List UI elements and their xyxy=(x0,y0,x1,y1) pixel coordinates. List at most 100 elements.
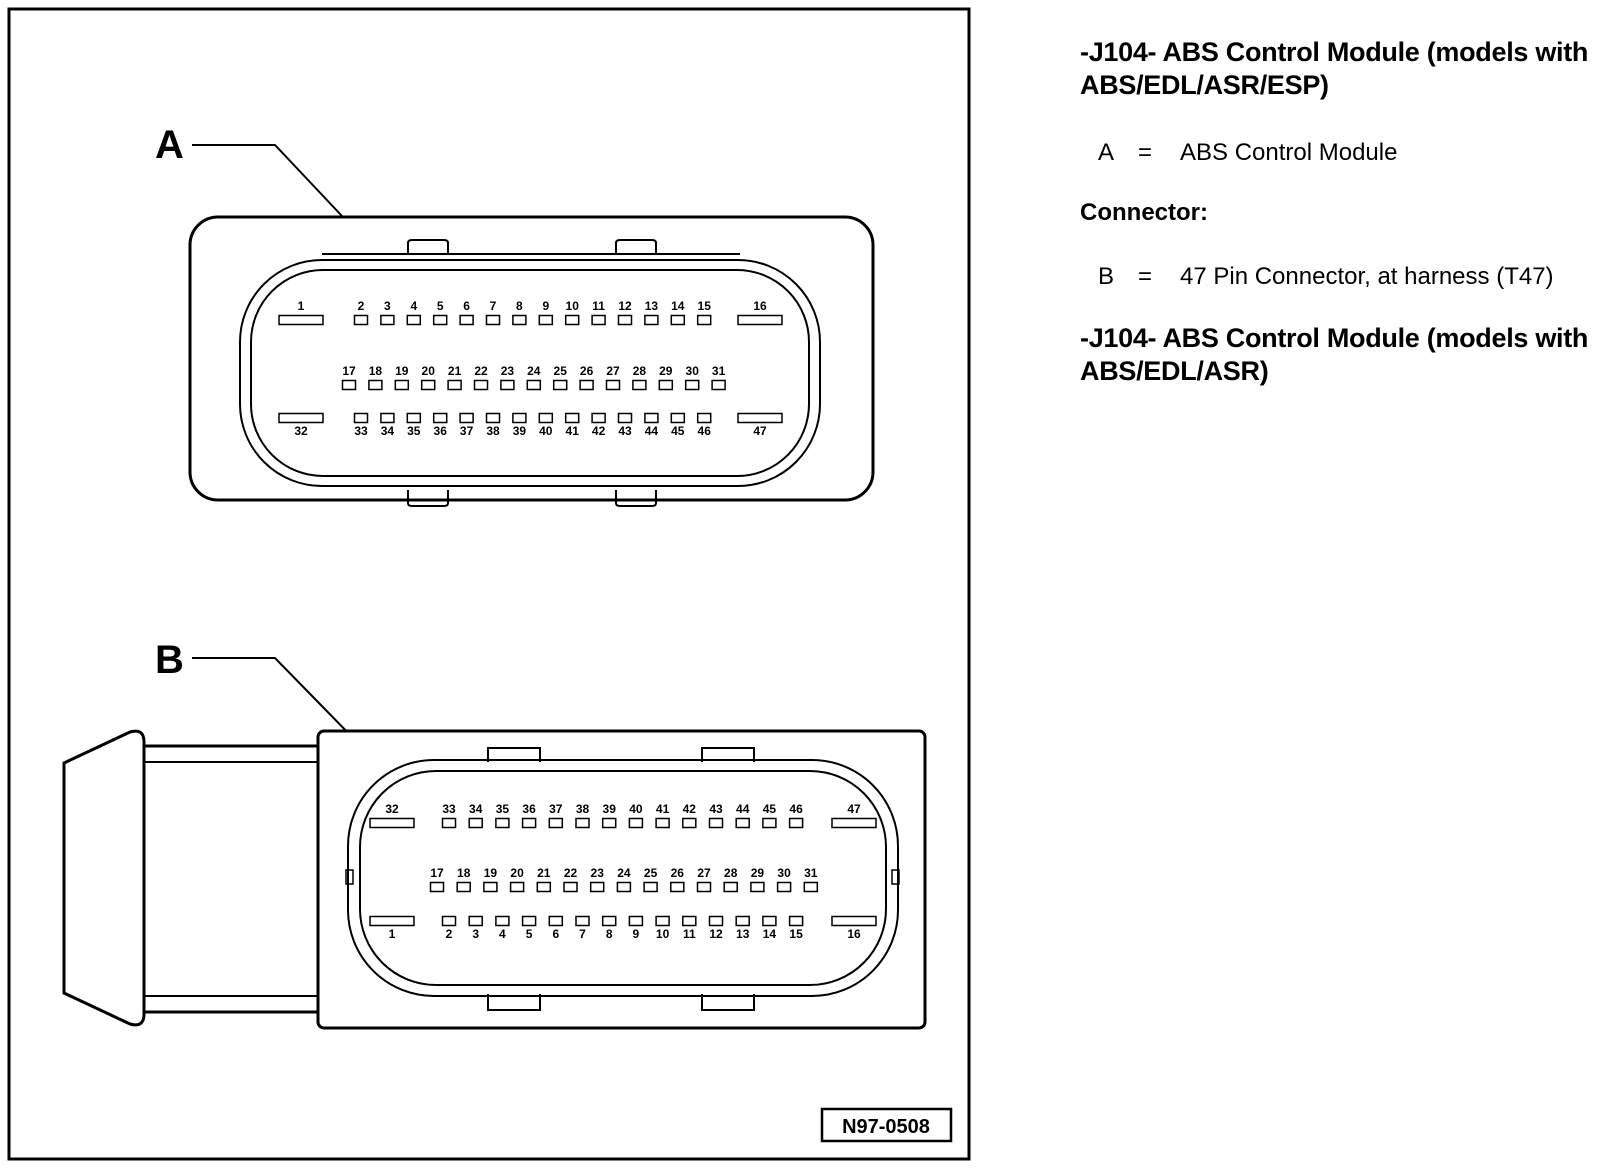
connector-b-pin-26-label: 26 xyxy=(671,866,685,880)
connector-a-pin-11-contact xyxy=(591,314,606,326)
connector-b-pin-42-label: 42 xyxy=(683,802,697,816)
connector-b-pin-8-label: 8 xyxy=(606,927,613,941)
connector-b-pin-18-label: 18 xyxy=(457,866,471,880)
connector-a-pin-11-label: 11 xyxy=(592,299,605,313)
connector-b-pin-17-label: 17 xyxy=(430,866,444,880)
callout-a-leader xyxy=(192,144,359,234)
connector-a-pin-30-label: 30 xyxy=(686,364,700,378)
figure-frame xyxy=(7,7,971,1161)
reference-code-box xyxy=(820,1107,953,1143)
connector-b-pin-17-contact xyxy=(429,881,445,893)
connector-a-pin-4-contact xyxy=(406,314,422,326)
connector-b-top-tab-right xyxy=(701,747,755,762)
connector-a-pin-36-contact xyxy=(432,412,448,424)
legend-item-b-eq: = xyxy=(1138,263,1153,290)
connector-b-pin-10-contact xyxy=(655,915,670,927)
connector-b-pin-23-contact xyxy=(589,881,605,893)
connector-a-pin-35-contact xyxy=(406,412,422,424)
connector-b-pin-20-contact xyxy=(509,881,525,893)
connector-a-pin-45-contact xyxy=(670,412,686,424)
connector-a-pin-34-contact xyxy=(380,412,395,424)
connector-b-pin-38-label: 38 xyxy=(576,802,590,816)
connector-b-pin-21-label: 21 xyxy=(537,866,551,880)
connector-b-pin-19-contact xyxy=(483,881,498,893)
connector-a-pin-33-contact xyxy=(353,412,369,424)
connector-b-bottom-tab-left xyxy=(487,994,541,1011)
connector-a-pin-13-label: 13 xyxy=(645,299,659,313)
connector-b-pin-15-label: 15 xyxy=(789,927,803,941)
connector-a-pin-25-label: 25 xyxy=(554,364,568,378)
connector-a-pin-19-label: 19 xyxy=(395,364,409,378)
connector-a-pin-41-contact xyxy=(564,412,580,424)
connector-b-pin-8-contact xyxy=(601,915,617,927)
connector-b-pin-28-contact xyxy=(723,881,738,893)
connector-a-housing xyxy=(188,215,875,502)
connector-b-pin-39-label: 39 xyxy=(603,802,617,816)
connector-b-pin-27-label: 27 xyxy=(697,866,711,880)
connector-b-pin-2-label: 2 xyxy=(446,927,453,941)
connector-a-pin-28-label: 28 xyxy=(633,364,647,378)
callout-a-label: A xyxy=(155,123,184,167)
connector-b-pin-18-contact xyxy=(456,881,471,893)
connector-b-top-tab-left xyxy=(487,747,541,762)
connector-b-pin-28-label: 28 xyxy=(724,866,738,880)
connector-b-pin-33-contact xyxy=(441,817,457,829)
connector-b-pin-7-contact xyxy=(575,915,590,927)
connector-b-pin-35-contact xyxy=(495,817,510,829)
connector-a-pin-43-label: 43 xyxy=(618,424,632,438)
connector-a-pin-5-label: 5 xyxy=(437,299,444,313)
connector-b-pin-43-label: 43 xyxy=(709,802,723,816)
connector-b-pin-19-label: 19 xyxy=(484,866,498,880)
connector-a-pin-29-contact xyxy=(658,379,674,391)
connector-b-face-outer xyxy=(347,759,899,997)
connector-a-pin-44-label: 44 xyxy=(645,424,659,438)
connector-b-housing xyxy=(316,729,927,1030)
connector-b-pin-36-contact xyxy=(521,817,537,829)
connector-a-pin-26-label: 26 xyxy=(580,364,594,378)
callout-b-label: B xyxy=(155,638,184,682)
connector-b-pin-39-contact xyxy=(601,817,617,829)
connector-b-pin-22-label: 22 xyxy=(564,866,578,880)
connector-a-top-tab-right xyxy=(615,239,657,254)
connector-b-pin-16-label: 16 xyxy=(847,927,861,941)
connector-a-pin-41-label: 41 xyxy=(566,424,580,438)
connector-a-pin-2-contact xyxy=(353,314,369,326)
connector-b-pin-5-contact xyxy=(521,915,537,927)
connector-a-pin-37-contact xyxy=(459,412,474,424)
connector-b-pin-26-contact xyxy=(670,881,685,893)
connector-a-pin-17-label: 17 xyxy=(342,364,356,378)
connector-a-pin-16-label: 16 xyxy=(753,299,767,313)
connector-a-pin-44-contact xyxy=(644,412,659,424)
connector-b-side-key-left xyxy=(345,869,354,885)
connector-b-pin-25-contact xyxy=(643,881,658,893)
connector-b-pin-44-label: 44 xyxy=(736,802,750,816)
connector-b-pin-37-contact xyxy=(548,817,564,829)
connector-a-pin-8-label: 8 xyxy=(516,299,523,313)
legend-heading-asr: -J104- ABS Control Module (models with A… xyxy=(1080,323,1589,386)
connector-a-pin-33-label: 33 xyxy=(354,424,368,438)
connector-a-pin-20-contact xyxy=(420,379,436,391)
connector-a-pin-3-label: 3 xyxy=(384,299,391,313)
connector-b-pin-29-contact xyxy=(750,881,765,893)
connector-a-pin-7-label: 7 xyxy=(490,299,497,313)
connector-b-pin-9-contact xyxy=(628,915,644,927)
connector-a-pin-9-contact xyxy=(538,314,554,326)
connector-a-bottom-tab-left xyxy=(407,490,449,507)
connector-a-pin-23-label: 23 xyxy=(501,364,515,378)
connector-b-pin-35-label: 35 xyxy=(496,802,510,816)
connector-b-pin-30-contact xyxy=(776,881,792,893)
connector-b-pin-24-contact xyxy=(616,881,632,893)
connector-a-pin-47-contact xyxy=(737,412,783,424)
connector-a-pin-35-label: 35 xyxy=(407,424,421,438)
connector-a-top-tab-left xyxy=(407,239,449,254)
connector-a-pin-12-label: 12 xyxy=(618,299,632,313)
legend-connector-heading: Connector: xyxy=(1080,199,1208,226)
connector-a-pin-31-contact xyxy=(711,379,726,391)
connector-a-bottom-tab-right xyxy=(615,490,657,507)
connector-b-pin-13-contact xyxy=(735,915,750,927)
connector-a-pin-38-contact xyxy=(485,412,501,424)
connector-a-pin-24-contact xyxy=(526,379,542,391)
connector-a-pin-47-label: 47 xyxy=(753,424,767,438)
connector-a-pin-32-contact xyxy=(278,412,324,424)
connector-a-pin-10-label: 10 xyxy=(566,299,580,313)
